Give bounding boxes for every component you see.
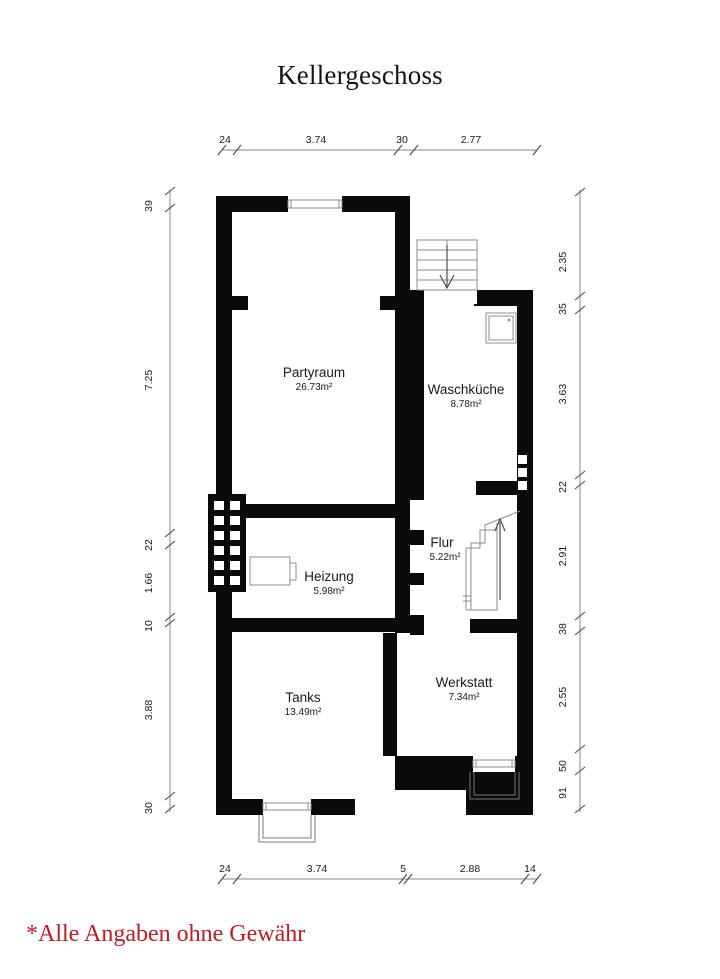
room-area-label-flur: 5.22m² bbox=[429, 552, 461, 563]
room-label-heizung: Heizung bbox=[304, 569, 354, 584]
room-area-label-partyraum: 26.73m² bbox=[296, 382, 333, 393]
window-tanks bbox=[263, 799, 311, 815]
page-title: Kellergeschoss bbox=[277, 60, 443, 90]
dim-left-1: 7.25 bbox=[143, 370, 155, 391]
dim-left-2: 22 bbox=[143, 539, 155, 551]
dim-top-2: 30 bbox=[396, 134, 408, 146]
room-area-partyraum bbox=[232, 212, 395, 504]
room-labels: Partyraum 26.73m² Waschküche 8.78m² Flur… bbox=[283, 365, 505, 718]
dim-left-4: 10 bbox=[143, 620, 155, 632]
dim-bottom-0: 24 bbox=[219, 863, 231, 875]
disclaimer-text: *Alle Angaben ohne Gewähr bbox=[26, 921, 306, 947]
stairs-up-icon bbox=[463, 510, 521, 611]
room-interiors bbox=[232, 212, 517, 799]
dim-right-4: 2.91 bbox=[557, 546, 569, 567]
room-area-heizung bbox=[232, 518, 395, 618]
dim-bottom-3: 2.88 bbox=[460, 863, 481, 875]
dim-left-0: 39 bbox=[143, 200, 155, 212]
window-werkstatt bbox=[473, 756, 515, 772]
vent-waschkueche-1 bbox=[518, 455, 527, 464]
dimension-chain-left: 39 7.25 22 1.66 10 3.88 30 bbox=[143, 186, 176, 814]
room-area-label-heizung: 5.98m² bbox=[313, 586, 345, 597]
vent-waschkueche-3 bbox=[518, 481, 527, 490]
boiler-icon bbox=[249, 556, 297, 586]
chimney-block-icon bbox=[208, 494, 246, 592]
dimension-chain-bottom: 24 3.74 5 2.88 14 bbox=[217, 863, 542, 885]
dim-top-0: 24 bbox=[219, 134, 231, 146]
room-area-waschkueche bbox=[424, 306, 517, 481]
dim-right-2: 3.63 bbox=[557, 384, 569, 405]
vent-waschkueche-2 bbox=[518, 468, 527, 477]
dim-top-1: 3.74 bbox=[306, 134, 327, 146]
room-label-waschkueche: Waschküche bbox=[428, 382, 505, 397]
dim-bottom-4: 14 bbox=[524, 863, 536, 875]
dim-left-5: 3.88 bbox=[143, 700, 155, 721]
dimension-chain-right: 2.35 35 3.63 22 2.91 38 2.55 50 91 bbox=[557, 187, 586, 814]
dim-right-3: 22 bbox=[557, 481, 569, 493]
stairs-down-icon bbox=[416, 239, 478, 291]
room-label-werkstatt: Werkstatt bbox=[436, 675, 493, 690]
window-partyraum bbox=[288, 196, 342, 212]
room-area-werkstatt bbox=[397, 633, 517, 756]
door-openings bbox=[410, 290, 476, 633]
waschkueche-fixture-icon bbox=[485, 312, 517, 344]
dim-right-8: 91 bbox=[557, 787, 569, 799]
room-label-flur: Flur bbox=[430, 535, 454, 550]
room-area-label-tanks: 13.49m² bbox=[285, 707, 322, 718]
room-label-tanks: Tanks bbox=[285, 690, 321, 705]
dim-top-3: 2.77 bbox=[461, 134, 482, 146]
dimension-chain-top: 24 3.74 30 2.77 bbox=[217, 134, 542, 156]
dim-left-6: 30 bbox=[143, 802, 155, 814]
room-label-partyraum: Partyraum bbox=[283, 365, 345, 380]
room-area-label-waschkueche: 8.78m² bbox=[450, 399, 482, 410]
dim-left-3: 1.66 bbox=[143, 573, 155, 594]
dim-right-5: 38 bbox=[557, 623, 569, 635]
dim-bottom-1: 3.74 bbox=[307, 863, 328, 875]
dim-right-7: 50 bbox=[557, 760, 569, 772]
windows bbox=[258, 196, 527, 843]
dim-bottom-2: 5 bbox=[400, 863, 406, 875]
dim-right-1: 35 bbox=[557, 303, 569, 315]
dim-right-0: 2.35 bbox=[557, 252, 569, 273]
room-area-label-werkstatt: 7.34m² bbox=[448, 692, 480, 703]
dim-right-6: 2.55 bbox=[557, 687, 569, 708]
